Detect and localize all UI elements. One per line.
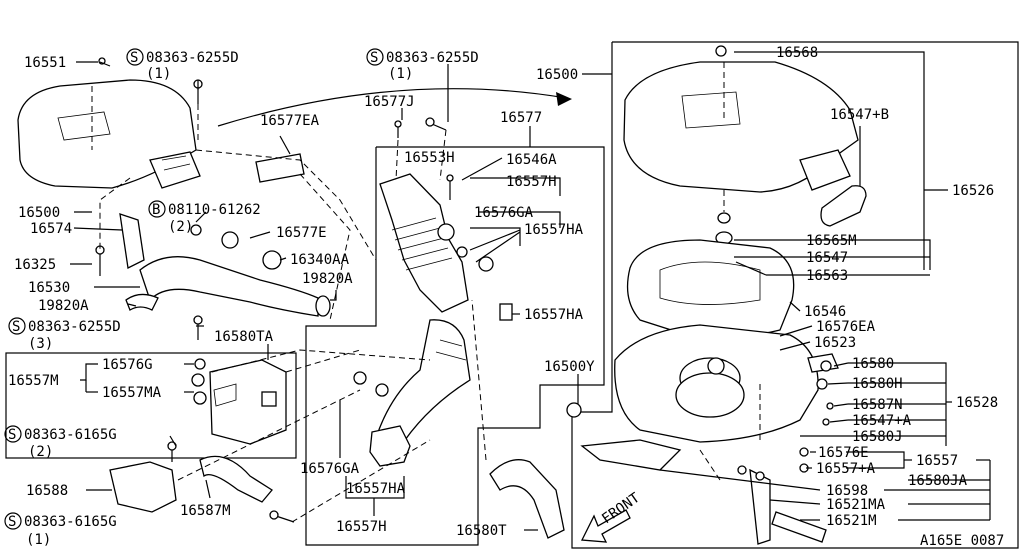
part-label[interactable]: 16557HA: [346, 481, 406, 497]
svg-text:B: B: [152, 202, 160, 218]
part-label[interactable]: 19820A: [302, 271, 353, 287]
part-label[interactable]: 16580J: [852, 429, 903, 445]
part-label[interactable]: 16598: [826, 483, 868, 499]
part-label[interactable]: 16587N: [852, 397, 903, 413]
part-label[interactable]: 16588: [26, 483, 68, 499]
assembly-dashed-lines: [91, 62, 761, 523]
upper-duct-drawing: [369, 173, 471, 467]
svg-text:S: S: [8, 427, 16, 443]
part-label[interactable]: 19820A: [38, 298, 89, 314]
part-label[interactable]: 16340AA: [290, 252, 350, 268]
part-label[interactable]: 16500: [18, 205, 60, 221]
part-label[interactable]: 16530: [28, 280, 70, 296]
part-label[interactable]: 08363-6255D: [28, 319, 121, 335]
part-label[interactable]: 16587M: [180, 503, 231, 519]
part-label[interactable]: 16580: [852, 356, 894, 372]
part-label[interactable]: 16568: [776, 45, 818, 61]
part-label[interactable]: 16577EA: [260, 113, 320, 129]
part-label[interactable]: 16580TA: [214, 329, 274, 345]
part-label[interactable]: 16577J: [364, 94, 415, 110]
part-label[interactable]: 16557HA: [524, 222, 584, 238]
part-label[interactable]: 16500: [536, 67, 578, 83]
part-label[interactable]: 16557H: [336, 519, 387, 535]
svg-text:S: S: [12, 319, 20, 335]
fasteners-drawing: [95, 79, 834, 523]
part-label[interactable]: 08363-6165G: [24, 427, 117, 443]
intake-hose-drawing: [125, 256, 331, 317]
qty-label: (3): [28, 336, 53, 352]
part-label[interactable]: 16547+A: [852, 413, 912, 429]
part-label[interactable]: 16523: [814, 335, 856, 351]
right-hose-drawing: [489, 303, 582, 539]
part-label[interactable]: 16576E: [818, 445, 869, 461]
part-label[interactable]: 16557MA: [102, 385, 162, 401]
qty-label: (2): [168, 219, 193, 235]
part-label[interactable]: 16546: [804, 304, 846, 320]
part-label[interactable]: 16521MA: [826, 497, 886, 513]
part-label[interactable]: 16521M: [826, 513, 877, 529]
resonator-drawing: [109, 359, 287, 513]
part-label[interactable]: 16546A: [506, 152, 557, 168]
part-label[interactable]: 16325: [14, 257, 56, 273]
part-label[interactable]: 16576EA: [816, 319, 876, 335]
part-labels: 16551 08363-6255D 08363-6255D 16577J 165…: [8, 45, 998, 539]
part-label[interactable]: 08363-6165G: [24, 514, 117, 530]
qty-label: (1): [26, 532, 51, 548]
qty-label: (2): [28, 444, 53, 460]
part-label[interactable]: 08363-6255D: [386, 50, 479, 66]
part-label[interactable]: 08363-6255D: [146, 50, 239, 66]
svg-text:S: S: [8, 514, 16, 530]
part-label[interactable]: 16577: [500, 110, 542, 126]
left-air-cleaner-cover-drawing: [17, 57, 201, 189]
part-label[interactable]: 16557: [916, 453, 958, 469]
part-label[interactable]: 16547+B: [830, 107, 889, 123]
part-label[interactable]: 16565M: [806, 233, 857, 249]
part-label[interactable]: 16574: [30, 221, 72, 237]
qty-label: (1): [388, 66, 413, 82]
diagram-code: A165E 0087: [920, 533, 1004, 549]
air-cleaner-case-drawing: [580, 324, 839, 545]
air-filter-element-drawing: [626, 212, 795, 338]
svg-text:S: S: [130, 50, 138, 66]
part-label[interactable]: 16557+A: [816, 461, 876, 477]
part-label[interactable]: 16580T: [456, 523, 507, 539]
part-label[interactable]: 16557HA: [524, 307, 584, 323]
part-label[interactable]: 16577E: [276, 225, 327, 241]
part-label[interactable]: 16576GA: [474, 205, 534, 221]
part-label[interactable]: 08110-61262: [168, 202, 261, 218]
qty-label: (1): [146, 66, 171, 82]
part-label[interactable]: 16557M: [8, 373, 59, 389]
part-label[interactable]: 16553H: [404, 150, 455, 166]
upper-air-cleaner-cover-drawing: [623, 45, 867, 227]
front-arrow: [580, 509, 631, 543]
part-label[interactable]: 16551: [24, 55, 66, 71]
assembly-direction-arrow: [217, 88, 572, 127]
part-label[interactable]: 16500Y: [544, 359, 595, 375]
part-label[interactable]: 16528: [956, 395, 998, 411]
leader-lines: [70, 51, 991, 531]
screw-symbol-markers: S S B S S S: [4, 48, 384, 530]
part-label[interactable]: 16547: [806, 250, 848, 266]
part-label[interactable]: 16563: [806, 268, 848, 284]
part-label[interactable]: 16526: [952, 183, 994, 199]
part-label[interactable]: 16576G: [102, 357, 153, 373]
assembly-frames: [5, 41, 1019, 549]
part-label[interactable]: 16557H: [506, 174, 557, 190]
part-label[interactable]: 16580JA: [908, 473, 968, 489]
part-label[interactable]: 16580H: [852, 376, 903, 392]
quantity-labels: (1) (1) (2) (3) (2) (1): [26, 66, 413, 548]
svg-text:S: S: [370, 50, 378, 66]
part-label[interactable]: 16576GA: [300, 461, 360, 477]
